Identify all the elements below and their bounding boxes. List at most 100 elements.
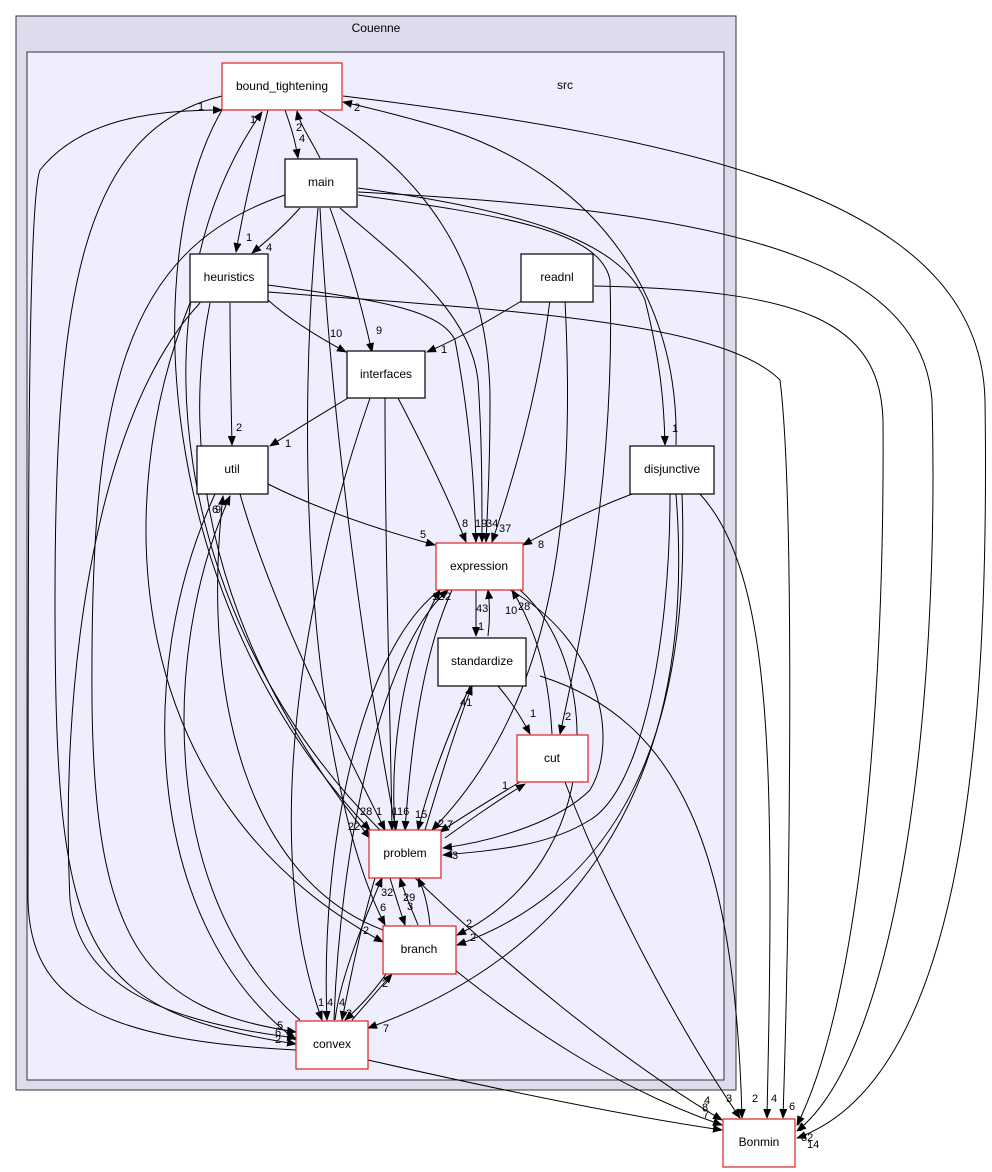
edge-branch-problem2 <box>417 877 431 926</box>
cluster-src-label: src <box>557 78 573 92</box>
edge-label: 1 <box>198 101 204 113</box>
node-problem[interactable]: problem <box>368 829 442 879</box>
edge-main-expression <box>339 207 486 543</box>
edge-convex-bt <box>27 106 297 1051</box>
edge-main-convex <box>91 194 297 1035</box>
edge-main-branch <box>307 207 386 926</box>
edge-branch-problem <box>398 877 419 926</box>
node-cut[interactable]: cut <box>516 734 589 783</box>
edges: 2 4 1 4 9 10 1 1 2 5 8 19 <box>27 95 987 1151</box>
edge-readnl-interfaces <box>426 299 524 353</box>
edge-label: 8 <box>538 539 544 551</box>
edge-main-disjunctive <box>357 187 669 446</box>
edge-std-expr <box>485 589 494 637</box>
node-standardize[interactable]: standardize <box>437 637 527 687</box>
edge-label: 9 <box>376 325 382 337</box>
edge-util-convex <box>164 493 297 1041</box>
node-label: heuristics <box>204 270 255 284</box>
edge-branch-util <box>217 495 384 931</box>
node-interfaces[interactable]: interfaces <box>346 350 426 399</box>
edge-main-heuristics <box>251 207 301 254</box>
edge-label: 28 <box>518 601 530 613</box>
node-disjunctive[interactable]: disjunctive <box>629 445 715 495</box>
edge-main-cut <box>357 194 612 735</box>
edge-label: 2 <box>445 591 451 603</box>
node-readnl[interactable]: readnl <box>520 253 594 303</box>
edge-label: 1 <box>392 806 398 818</box>
node-label: cut <box>544 751 561 765</box>
node-label: expression <box>450 559 508 573</box>
node-expression[interactable]: expression <box>435 542 524 591</box>
edge-main-interfaces <box>329 207 374 353</box>
edge-label: 5 <box>420 529 426 541</box>
edge-label: 2 <box>236 422 242 434</box>
node-label: interfaces <box>360 367 412 381</box>
node-convex[interactable]: convex <box>295 1020 369 1070</box>
cluster-couenne-label: Couenne <box>352 21 401 35</box>
edge-label: 2 <box>363 925 369 937</box>
edge-std-cut <box>497 685 531 735</box>
edge-label: 1 <box>672 423 678 435</box>
edge-label: 1 <box>250 114 256 126</box>
edge-label: 8 <box>702 1102 708 1114</box>
edge-label: 2 <box>275 1034 281 1046</box>
edge-label: 1 <box>376 806 382 818</box>
edge-label: 2 <box>470 932 476 944</box>
edge-label: 19 <box>475 518 487 530</box>
edge-problem-branch <box>389 877 406 926</box>
edge-label: 12 <box>432 591 444 603</box>
edge-label: 2 <box>565 711 571 723</box>
edge-label: 16 <box>397 806 409 818</box>
edge-label: 7 <box>383 1023 389 1035</box>
edge-label: 34 <box>486 518 498 530</box>
edge-disj-convex <box>367 493 680 1029</box>
node-label: branch <box>401 942 438 956</box>
edge-problem-bonmin <box>414 877 723 1121</box>
edge-main-bt <box>294 110 321 159</box>
edge-disj-expression <box>522 493 633 546</box>
edge-label: 32 <box>381 887 393 899</box>
edge-expr-convex <box>322 589 441 1021</box>
edge-label: 9 <box>215 504 221 516</box>
edge-label: 37 <box>499 523 511 535</box>
edge-convex-branch <box>351 973 393 1021</box>
node-main[interactable]: main <box>284 158 358 208</box>
node-bound-tightening[interactable]: bound_tightening <box>221 62 343 111</box>
node-bonmin[interactable]: Bonmin <box>722 1118 796 1168</box>
edge-label: 4 <box>266 242 272 254</box>
node-label: bound_tightening <box>236 79 328 93</box>
edge-main-bonmin <box>357 191 934 1132</box>
edge-convex-expression <box>333 589 449 1021</box>
edge-bt-main <box>284 109 301 159</box>
edge-disj-branch <box>456 493 684 946</box>
edge-heur-branch <box>145 302 384 943</box>
edge-disj-bt <box>342 100 677 446</box>
cluster-src[interactable]: src <box>26 51 725 1081</box>
node-branch[interactable]: branch <box>382 925 457 975</box>
edge-label: 6 <box>212 504 218 516</box>
edge-bt-heuristics <box>233 109 269 253</box>
node-util[interactable]: util <box>196 445 269 495</box>
node-label: standardize <box>451 654 513 668</box>
edge-cut-problem <box>439 781 521 833</box>
edge-label: 4 <box>704 1095 710 1107</box>
edge-label: 1 <box>478 621 484 633</box>
edge-problem-cut <box>444 783 526 839</box>
edge-label: 1 <box>441 344 447 356</box>
edge-std-problem <box>416 685 471 831</box>
edge-label: 7 <box>447 819 453 831</box>
edge-bt-convex <box>54 95 297 1047</box>
edge-label: 6 <box>275 1027 281 1039</box>
edge-readnl-expression <box>491 299 551 543</box>
node-label: disjunctive <box>644 462 700 476</box>
edge-label: 4 <box>339 997 345 1009</box>
edge-heur-convex <box>67 302 297 1041</box>
edge-label: 5 <box>277 1020 283 1032</box>
edge-label: 2 <box>382 978 388 990</box>
edge-bt-bonmin <box>342 95 987 1139</box>
node-label: util <box>224 462 239 476</box>
node-heuristics[interactable]: heuristics <box>189 253 269 303</box>
edge-convex-util <box>183 495 301 1021</box>
edge-bt-expression <box>317 109 491 543</box>
edge-label: 6 <box>789 1101 795 1113</box>
